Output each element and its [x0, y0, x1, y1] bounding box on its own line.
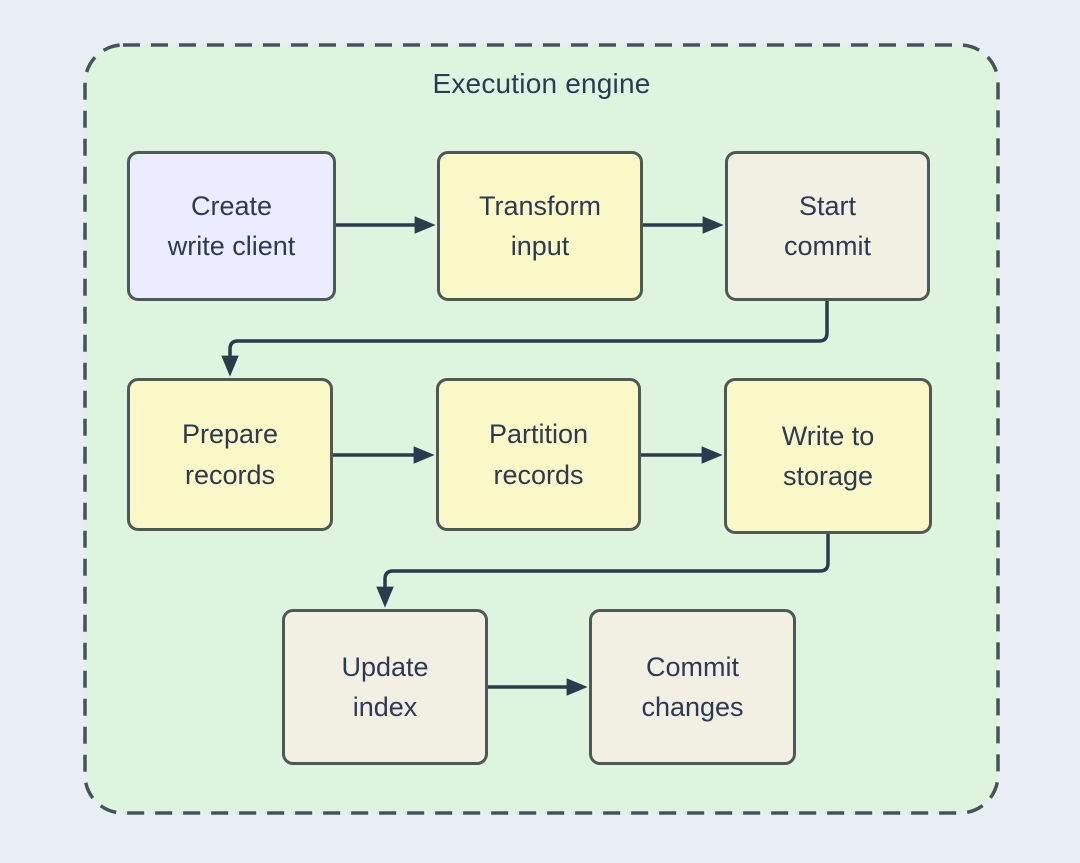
node-create-write-client: Create write client	[127, 151, 336, 301]
edge-start-commit-to-prepare-records	[221, 301, 829, 377]
diagram-title: Execution engine	[432, 68, 651, 99]
node-start-commit: Start commit	[725, 151, 930, 301]
node-transform-input: Transform input	[437, 151, 643, 301]
node-update-index: Update index	[282, 609, 488, 765]
node-prepare-records: Prepare records	[127, 378, 333, 531]
node-label: Update index	[341, 651, 429, 723]
node-label: Transform input	[478, 190, 601, 262]
node-label: Partition records	[488, 419, 589, 490]
node-label: Commit changes	[641, 651, 744, 723]
node-label: Create write client	[167, 190, 296, 262]
node-label: Write to storage	[781, 420, 875, 492]
node-label: Start commit	[784, 190, 871, 262]
node-commit-changes: Commit changes	[589, 609, 796, 765]
node-label: Prepare records	[181, 419, 279, 490]
edge-write-to-storage-to-update-index	[376, 534, 830, 608]
node-write-to-storage: Write to storage	[724, 378, 932, 534]
node-partition-records: Partition records	[436, 378, 641, 531]
